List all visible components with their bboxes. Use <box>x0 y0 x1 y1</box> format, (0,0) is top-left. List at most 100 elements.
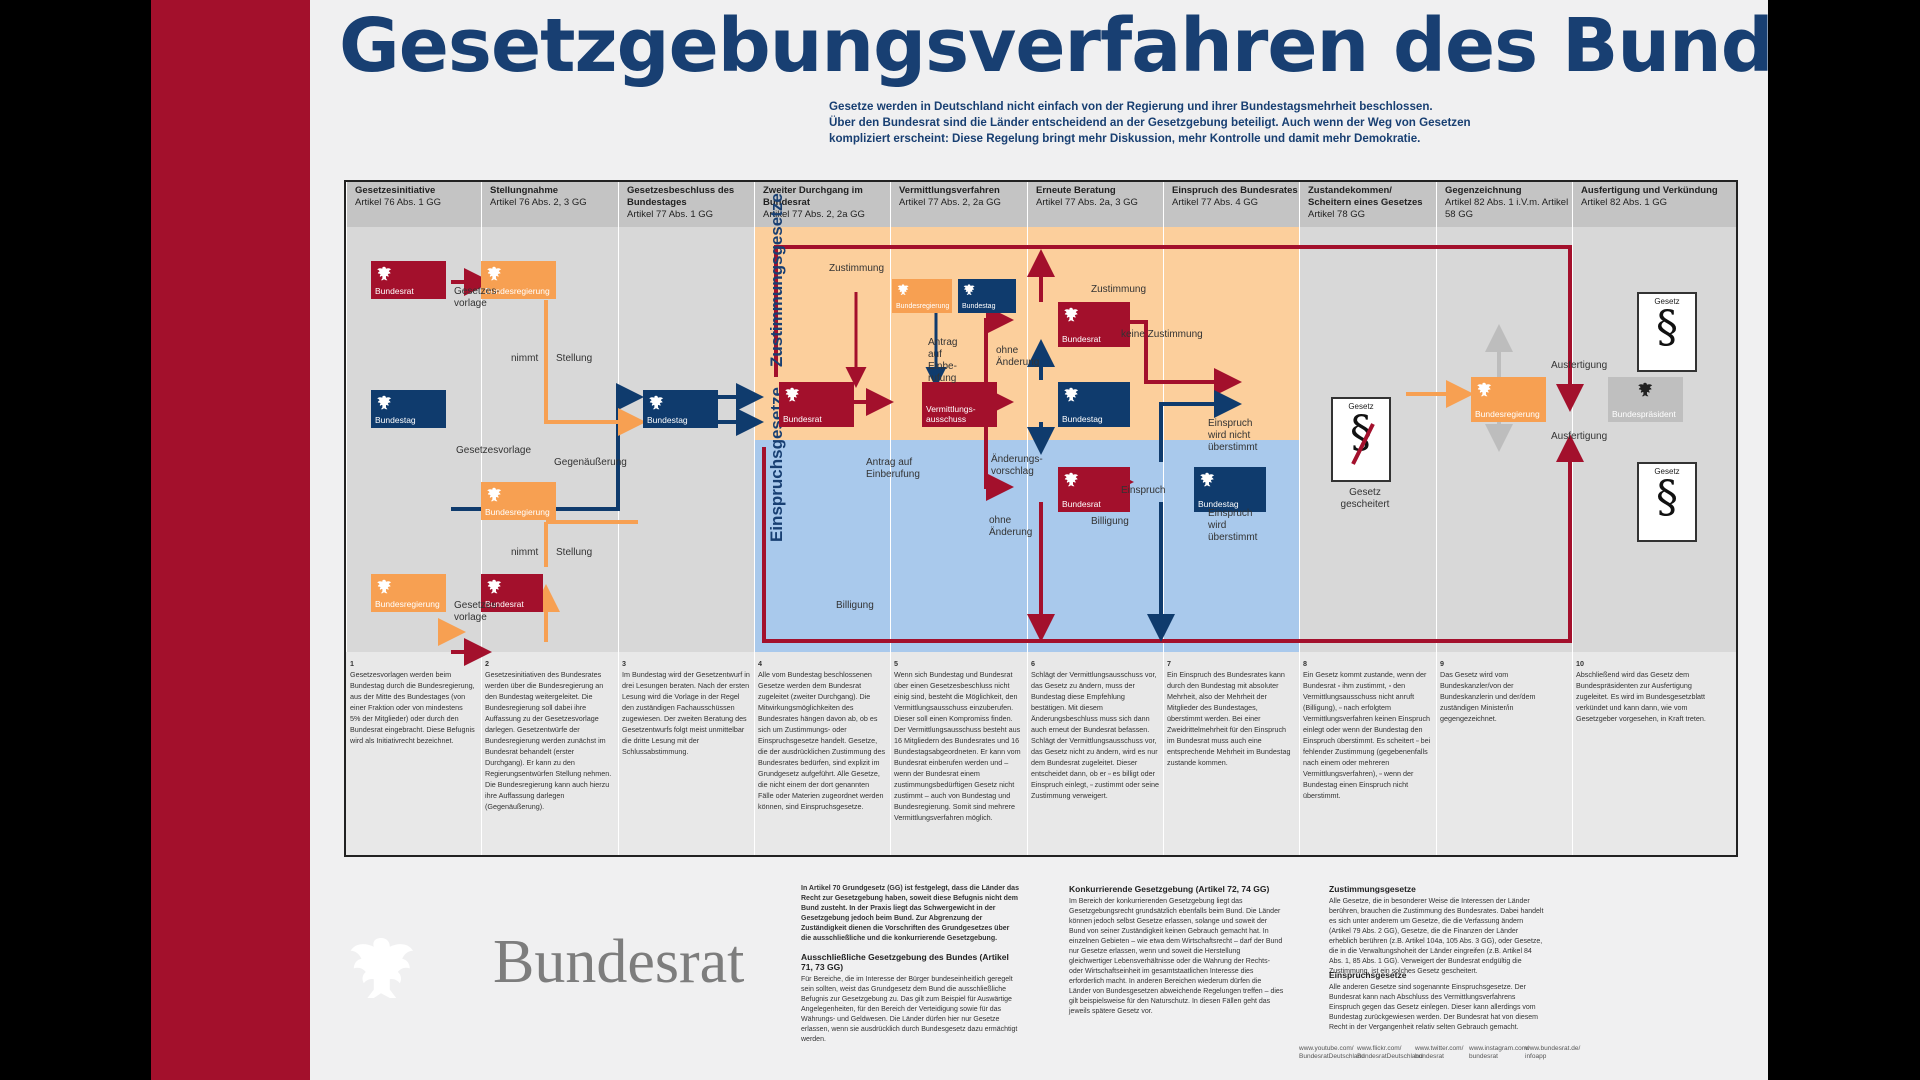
law-document-bottom: Gesetz § <box>1637 462 1697 542</box>
bundestag-box-einspruch: Bundestag <box>1194 467 1266 512</box>
edge-label: Antrag auf Einbe-rufung <box>928 337 958 384</box>
edge-label: Gegenäußerung <box>554 457 627 468</box>
eagle-icon <box>783 386 801 406</box>
intro-line: Gesetze werden in Deutschland nicht einf… <box>829 100 1433 113</box>
edge-label: nimmt <box>511 353 539 364</box>
footer-konkurrierend: Konkurrierende Gesetzgebung (Artikel 72,… <box>1069 884 1284 1015</box>
edge-label: Stellung <box>556 353 593 364</box>
edge-label: Billigung <box>1091 516 1129 527</box>
social-flickr[interactable]: www.flickr.com/ BundesratDeutschland <box>1357 1045 1423 1060</box>
edge-label: Stellung <box>556 547 593 558</box>
eagle-logo-icon <box>350 938 413 998</box>
bundesregierung-box-gegenzeichnung: Bundesregierung <box>1471 377 1546 422</box>
description-area <box>346 652 1736 855</box>
edge-label: Gesetzes-vorlage <box>454 600 500 623</box>
eagle-icon <box>485 486 503 506</box>
bundesregierung-box-vermittlung: Bundesregierung <box>892 279 952 313</box>
bundesrat-box-initiative: Bundesrat <box>371 261 446 299</box>
social-twitter[interactable]: www.twitter.com/ bundesrat <box>1415 1045 1464 1060</box>
zustimmungsgesetze-label: Zustimmungsgesetze <box>767 193 786 367</box>
eagle-icon <box>1062 306 1080 326</box>
edge-label: Zustimmung <box>1091 284 1147 295</box>
edge-label: Zustimmung <box>829 263 885 274</box>
intro-text: Gesetze werden in Deutschland nicht einf… <box>829 99 1471 147</box>
flow-arrows <box>438 245 1584 666</box>
law-document-top: Gesetz § <box>1637 292 1697 372</box>
crossed-out-icon <box>1351 423 1375 465</box>
eagle-icon <box>375 394 393 414</box>
edge-label: Einspruch wird überstimmt <box>1208 508 1258 543</box>
bundestag-box-vermittlung: Bundestag <box>958 279 1016 313</box>
edge-label: Einspruch <box>1121 485 1166 496</box>
bundesrat-box-erneut-einspruch: Bundesrat <box>1058 467 1130 512</box>
intro-line: kompliziert erscheint: Diese Regelung br… <box>829 132 1421 145</box>
eagle-icon <box>375 578 393 598</box>
bundesregierung-box: Bundesregierung <box>481 261 556 299</box>
vermittlungsausschuss-box: Vermittlungs-ausschuss <box>922 382 997 427</box>
edge-label: nimmt <box>511 547 539 558</box>
eagle-icon <box>647 394 665 414</box>
eagle-icon <box>1475 381 1493 401</box>
eagle-icon <box>375 265 393 285</box>
eagle-icon <box>485 578 503 598</box>
eagle-icon <box>1062 471 1080 491</box>
edge-label: Gesetz gescheitert <box>1340 487 1390 510</box>
bundesrat-logo-text: Bundesrat <box>493 928 745 996</box>
edge-label: Billigung <box>836 600 874 611</box>
edge-label: Ausfertigung <box>1551 431 1608 442</box>
eagle-icon <box>896 283 910 299</box>
bundesrat-box-zweiter-durchgang: Bundesrat <box>779 382 854 427</box>
bundespraesident-box: Bundespräsident <box>1608 377 1683 422</box>
eagle-icon <box>485 265 503 285</box>
footer-intro: In Artikel 70 Grundgesetz (GG) ist festg… <box>801 885 1019 942</box>
bundesrat-box-erneut-zust: Bundesrat <box>1058 302 1130 347</box>
edge-label: keine Zustimmung <box>1121 329 1203 340</box>
edge-label: Änderungs-vorschlag <box>991 454 1043 477</box>
bundesrat-eagle-logo <box>336 930 426 1015</box>
bundesrat-box-stellung: Bundesrat <box>481 574 543 612</box>
footer-einspruchsgesetze: Einspruchsgesetze Alle anderen Gesetze s… <box>1329 970 1538 1031</box>
bundestag-box-initiative: Bundestag <box>371 390 446 428</box>
poster: Gesetzgebungsverfahren des Bundes Gesetz… <box>151 0 1768 1080</box>
brand-band <box>151 0 310 1080</box>
edge-label: Antrag auf Einberufung <box>866 457 920 480</box>
bundesregierung-box-gegenaeusserung: Bundesregierung <box>481 482 556 520</box>
bundestag-box-beschluss: Bundestag <box>643 390 718 428</box>
eagle-icon <box>1062 386 1080 406</box>
law-document-gescheitert: Gesetz § <box>1331 397 1391 482</box>
social-instagram[interactable]: www.instagram.com/ bundesrat <box>1469 1045 1529 1060</box>
social-youtube[interactable]: www.youtube.com/ BundesratDeutschland <box>1299 1045 1365 1060</box>
edge-label: Gesetzes-vorlage <box>454 286 500 309</box>
footer-ausschliesslich: Ausschließliche Gesetzgebung des Bundes … <box>801 952 1018 1043</box>
edge-label: ohne Änderung <box>996 345 1040 368</box>
eagle-icon <box>1636 381 1654 401</box>
eagle-icon <box>1198 471 1216 491</box>
eagle-icon <box>962 283 976 299</box>
bundestag-box-erneut: Bundestag <box>1058 382 1130 427</box>
page-title: Gesetzgebungsverfahren des Bundes <box>339 3 1768 89</box>
edge-label: Gesetzesvorlage <box>456 445 532 456</box>
edge-label: Einspruch wird nicht überstimmt <box>1208 418 1258 453</box>
bundesregierung-box-initiative: Bundesregierung <box>371 574 446 612</box>
social-infoapp[interactable]: www.bundesrat.de/ infoapp <box>1525 1045 1581 1060</box>
intro-line: Über den Bundesrat sind die Länder entsc… <box>829 116 1471 129</box>
edge-label: Ausfertigung <box>1551 360 1608 371</box>
edge-label: ohne Änderung <box>989 515 1033 538</box>
